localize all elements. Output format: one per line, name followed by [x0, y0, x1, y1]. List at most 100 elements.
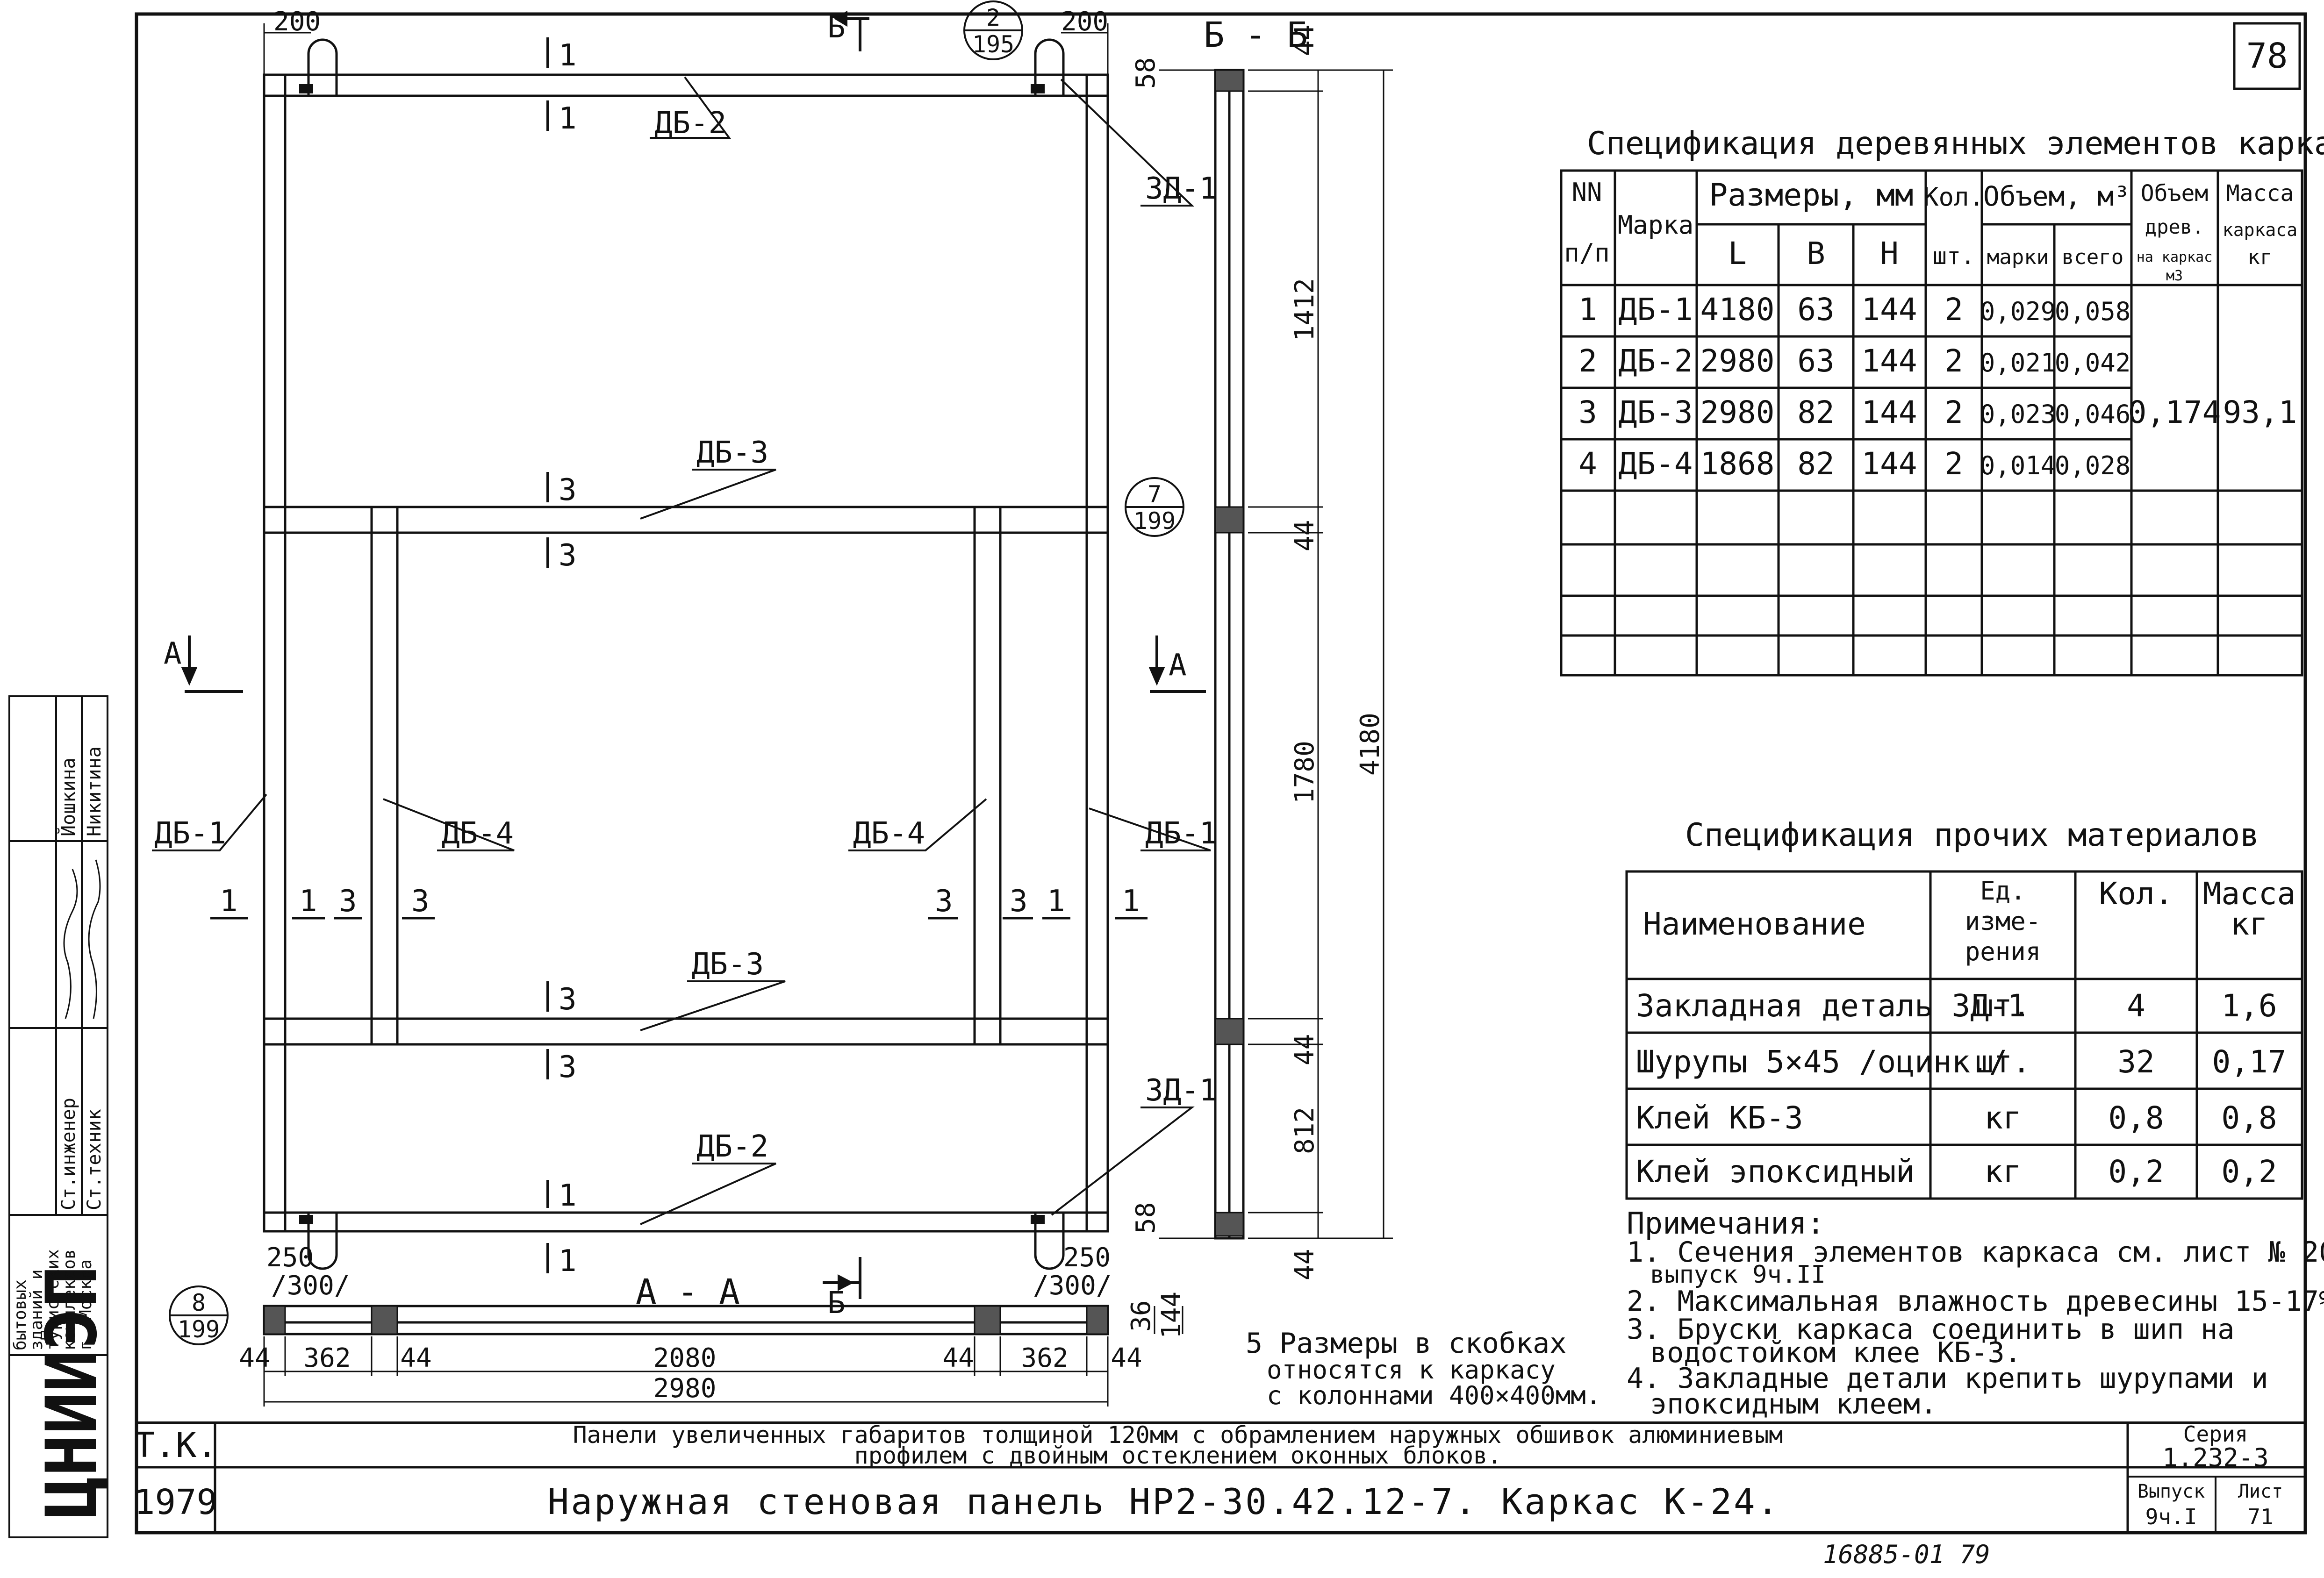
callout-2-bot: 195: [972, 31, 1014, 58]
other-row-2-name: Шурупы 5×45 /оцинк./: [1636, 1044, 2008, 1080]
wood-row-2-vt: 0,042: [2055, 348, 2131, 378]
mark-a-left: А: [164, 636, 182, 671]
stamp-signatures: [63, 859, 101, 1019]
stamp-role-1: Ст.инженер: [58, 1098, 79, 1210]
callout-circles: [169, 0, 1184, 1345]
wood-row-2-qty: 2: [1944, 343, 1963, 379]
dim-bb-812: 812: [1290, 1107, 1320, 1154]
mark-b-bottom: Б: [827, 1286, 846, 1321]
wood-h-vol-wood-1: Объем: [2141, 180, 2209, 207]
section-bb-fills: [1214, 69, 1244, 1237]
wood-row-3-vm: 0,023: [1980, 400, 2056, 429]
wood-total-mass: 93,1: [2223, 394, 2297, 430]
title-subtitle-2: профилем с двойным остеклением оконных б…: [854, 1442, 1502, 1469]
dim-bb-44-mid1: 44: [1290, 520, 1320, 551]
wood-row-4-L: 1868: [1700, 446, 1775, 482]
other-h-mass-2: кг: [2231, 906, 2267, 942]
title-code: Т.К.: [134, 1425, 217, 1465]
row-mark-1b: 1: [299, 884, 317, 919]
wood-row-1-mark: ДБ-1: [1619, 292, 1693, 328]
callout-7-top: 7: [1148, 481, 1162, 508]
row-mark-1a: 1: [220, 884, 238, 919]
top-dims: [263, 23, 1109, 75]
wood-h-mass-3: кг: [2248, 245, 2273, 269]
dim-aa-44-b: 44: [400, 1343, 431, 1373]
wood-row-4-n: 4: [1578, 446, 1597, 482]
wood-h-volume: Объем, м³: [1983, 180, 2130, 212]
row-mark-3c: 3: [935, 884, 953, 919]
wood-h-vol-mark: марки: [1987, 245, 2049, 269]
wood-h-pp: п/п: [1564, 238, 1610, 268]
dim-bb-1780: 1780: [1290, 741, 1320, 804]
wood-h-vol-wood-3: на каркас: [2137, 249, 2213, 265]
wood-h-H: H: [1880, 236, 1899, 271]
dim-bb-58-top: 58: [1131, 57, 1161, 89]
dim-200-left: 200: [273, 7, 321, 37]
dim-bb-58-bot: 58: [1131, 1202, 1161, 1234]
wood-row-1-vm: 0,029: [1980, 297, 2056, 326]
note-3b: водостойком клее КБ-3.: [1650, 1336, 2022, 1369]
wood-h-nn: NN: [1571, 178, 1602, 207]
label-db4-left: ДБ-4: [442, 816, 514, 851]
footer-stamp: 16885-01 79: [1823, 1540, 1990, 1569]
wood-h-L: L: [1728, 236, 1747, 271]
wood-h-B: B: [1807, 236, 1825, 271]
section-bb-dims: [1159, 69, 1393, 1239]
note-4b: эпоксидным клеем.: [1650, 1388, 1937, 1421]
wood-h-mass-2: каркаса: [2223, 220, 2297, 240]
dim-bb-1412: 1412: [1290, 278, 1320, 341]
mark-3-c: 3: [559, 982, 577, 1017]
wood-row-3-n: 3: [1578, 394, 1597, 430]
series-label: Серия: [2183, 1421, 2248, 1447]
wood-row-3-H: 144: [1861, 394, 1917, 430]
stamp-name-2: Никитина: [84, 746, 105, 836]
other-row-4-mass: 0,2: [2221, 1154, 2277, 1190]
other-h-mass-1: Масса: [2203, 876, 2296, 912]
other-row-1-name: Закладная деталь ЗД-1: [1636, 988, 2026, 1024]
row-mark-3d: 3: [1010, 884, 1028, 919]
mark-3-a: 3: [559, 473, 577, 507]
mark-1-bot-a: 1: [559, 1178, 577, 1213]
other-row-4-name: Клей эпоксидный: [1636, 1154, 1915, 1190]
other-row-1-mass: 1,6: [2221, 988, 2277, 1024]
sheet-number: 78: [2246, 36, 2288, 76]
other-row-4-qty: 0,2: [2108, 1154, 2164, 1190]
stamp-org-desc-2: зданий и: [27, 1270, 46, 1350]
note-3a: 3. Бруски каркаса соединить в шип на: [1627, 1313, 2234, 1346]
wood-row-4-vm: 0,014: [1980, 451, 2056, 480]
other-h-unit-1: Ед.: [1980, 876, 2026, 906]
mark-1-top-a: 1: [559, 38, 577, 73]
wood-row-2-n: 2: [1578, 343, 1597, 379]
callout-7-bot: 199: [1133, 507, 1176, 535]
stamp-org-desc-5: г. Москва: [76, 1259, 95, 1350]
other-h-qty: Кол.: [2099, 876, 2173, 912]
section-a-arrows: [181, 635, 1206, 693]
dim-aa-2980: 2980: [653, 1373, 717, 1404]
frame-elevation: [263, 38, 1109, 1270]
wood-h-vol-wood-2: древ.: [2145, 215, 2204, 238]
other-row-3-mass: 0,8: [2221, 1100, 2277, 1136]
dim-bb-4180: 4180: [1355, 713, 1385, 776]
label-db3-upper: ДБ-3: [696, 436, 768, 470]
wood-spec-title: Спецификация деревянных элементов каркас…: [1587, 125, 2324, 162]
wood-row-3-L: 2980: [1700, 394, 1775, 430]
dim-bb-44-top: 44: [1290, 25, 1320, 56]
label-db4-right: ДБ-4: [853, 816, 925, 851]
wood-row-3-vt: 0,046: [2055, 400, 2131, 429]
label-db2-bottom: ДБ-2: [696, 1129, 768, 1164]
mark-a-right: А: [1169, 648, 1187, 683]
sheet-frame: [135, 12, 2307, 1535]
wood-total-volume: 0,174: [2128, 394, 2221, 430]
side-stamp: [8, 695, 108, 1538]
mark-3-d: 3: [559, 1050, 577, 1085]
dim-aa-44-c: 44: [942, 1343, 974, 1373]
other-row-4-unit: кг: [1984, 1154, 2021, 1190]
wood-h-pcs: шт.: [1933, 243, 1975, 270]
other-row-3-qty: 0,8: [2108, 1100, 2164, 1136]
wood-row-4-qty: 2: [1944, 446, 1963, 482]
other-table-grid: [1625, 870, 2303, 1200]
other-row-1-unit: шт.: [1975, 988, 2030, 1024]
note-4a: 4. Закладные детали крепить шурупами и: [1627, 1362, 2268, 1395]
other-h-name: Наименование: [1643, 906, 1866, 942]
